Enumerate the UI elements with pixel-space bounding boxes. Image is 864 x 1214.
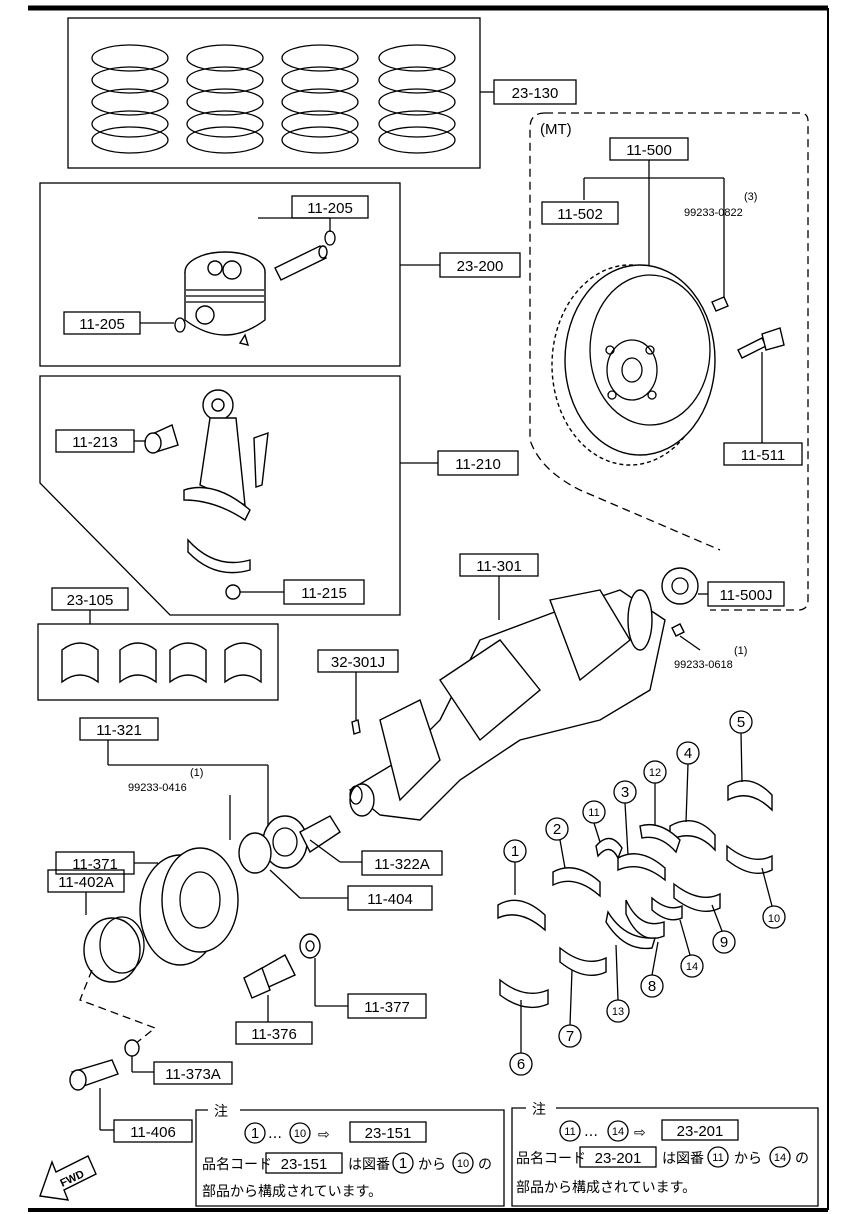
label-11-511: 11-511	[741, 447, 785, 464]
bearing-shells	[497, 780, 773, 1009]
crankshaft: 11-301 (1) 99233-0618 32-301J	[317, 553, 747, 821]
note-left-code: 23-151	[281, 1156, 328, 1173]
note-left-from: 1	[399, 1155, 407, 1172]
note-left-kara: から	[418, 1157, 446, 1173]
label-11-406: 11-406	[130, 1124, 176, 1141]
note-right-prefix: 品名コード	[516, 1151, 586, 1167]
connecting-rod-assembly: 11-210 11-213 11-215	[39, 375, 519, 616]
ring-set-2	[186, 44, 264, 154]
label-23-200: 23-200	[457, 258, 504, 275]
label-11-215: 11-215	[301, 585, 347, 602]
note-right-line3: 部品から構成されています。	[516, 1180, 696, 1196]
label-99233-0618: 99233-0618	[674, 659, 733, 671]
note-right-to: 14	[774, 1152, 786, 1164]
bearing-num-4: 4	[684, 745, 692, 762]
note-right-code: 23-201	[595, 1150, 642, 1167]
bearing-num-2: 2	[553, 821, 561, 838]
label-11-301: 11-301	[476, 558, 522, 575]
label-11-376: 11-376	[251, 1026, 297, 1043]
ring-set-3	[281, 44, 359, 154]
label-23-105: 23-105	[67, 592, 114, 609]
ring-set-1	[91, 44, 169, 154]
note-box-left: 注 1 … 10 ⇨ 23-151 品名コード 23-151 は図番 1 から …	[195, 1104, 505, 1207]
note-left-no: の	[478, 1157, 492, 1173]
label-11-205-top: 11-205	[307, 200, 353, 217]
note-right-from: 11	[712, 1152, 723, 1164]
label-11-210: 11-210	[455, 456, 501, 473]
label-11-321: 11-321	[96, 722, 142, 739]
bearing-num-1: 1	[511, 843, 519, 860]
bearing-num-7: 7	[566, 1028, 574, 1045]
note-right-heading: 注	[532, 1102, 546, 1118]
label-11-500: 11-500	[626, 142, 672, 159]
qty-3: (3)	[744, 191, 757, 203]
note-left-mid: は図番	[348, 1157, 390, 1173]
qty-1-right: (1)	[734, 645, 747, 657]
bearing-num-13: 13	[612, 1006, 624, 1018]
bearing-num-3: 3	[621, 784, 629, 801]
note-left-line3: 部品から構成されています。	[202, 1184, 382, 1200]
label-11-502: 11-502	[557, 206, 603, 223]
bearing-num-8: 8	[648, 978, 656, 995]
label-99233-0822: 99233-0822	[684, 207, 743, 219]
label-11-404: 11-404	[367, 891, 413, 908]
bearing-num-5: 5	[737, 714, 745, 731]
label-11-402A: 11-402A	[58, 874, 114, 891]
note-right-range-end: 14	[612, 1126, 624, 1138]
bearing-num-9: 9	[720, 934, 728, 951]
forward-arrow-icon: FWD	[39, 1155, 97, 1201]
label-11-322A: 11-322A	[374, 856, 430, 873]
ring-set-4	[378, 44, 456, 154]
note-right-arrow: ⇨	[634, 1125, 646, 1141]
piston-assembly: 23-200 11-205 11-205	[39, 182, 521, 367]
label-32-301J: 32-301J	[331, 654, 385, 671]
piston-ring-sets: 23-130	[67, 17, 577, 169]
note-right-ellipsis: …	[584, 1124, 598, 1140]
front-pulley-assembly: 11-321 (1) 99233-0416 11-322A 11-404 11-…	[47, 717, 443, 1143]
label-mt: (MT)	[540, 121, 572, 138]
label-11-500J: 11-500J	[719, 587, 772, 604]
note-left-ref: 23-151	[365, 1125, 412, 1142]
note-left-to: 10	[457, 1158, 469, 1170]
main-bearing-set: 23-105	[37, 587, 279, 701]
note-right-mid: は図番	[662, 1151, 704, 1167]
note-left-heading: 注	[214, 1104, 228, 1120]
label-11-377: 11-377	[364, 999, 410, 1016]
note-right-ref: 23-201	[677, 1123, 724, 1140]
note-right-no: の	[795, 1151, 809, 1167]
note-left-ellipsis: …	[268, 1126, 282, 1142]
note-left-range-end: 10	[294, 1128, 306, 1140]
note-left-arrow: ⇨	[318, 1127, 330, 1143]
label-99233-0416: 99233-0416	[128, 782, 187, 794]
label-23-130: 23-130	[512, 85, 559, 102]
bearing-number-callouts: 1 2 3 4 5 6 7 8 9 10 11 12 13	[503, 710, 786, 1076]
bearing-num-12: 12	[649, 767, 661, 779]
bearing-num-14: 14	[686, 961, 698, 973]
bearing-num-10: 10	[768, 913, 780, 925]
bearing-num-11: 11	[588, 807, 599, 819]
note-left-prefix: 品名コード	[202, 1157, 272, 1173]
flywheel-assembly: (MT) 11-500 (3) 99233-0822 11-502 11-511…	[529, 112, 809, 611]
bearing-num-6: 6	[517, 1056, 525, 1073]
label-11-205-left: 11-205	[79, 316, 125, 333]
qty-1-left: (1)	[190, 767, 203, 779]
note-right-range-start: 11	[564, 1126, 575, 1138]
note-right-kara: から	[734, 1151, 762, 1167]
label-11-213: 11-213	[72, 434, 118, 451]
note-left-range-start: 1	[251, 1125, 259, 1142]
note-box-right: 注 11 … 14 ⇨ 23-201 品名コード 23-201 は図番 11 か…	[511, 1102, 819, 1207]
label-11-373A: 11-373A	[165, 1066, 221, 1083]
label-11-371: 11-371	[72, 856, 118, 873]
